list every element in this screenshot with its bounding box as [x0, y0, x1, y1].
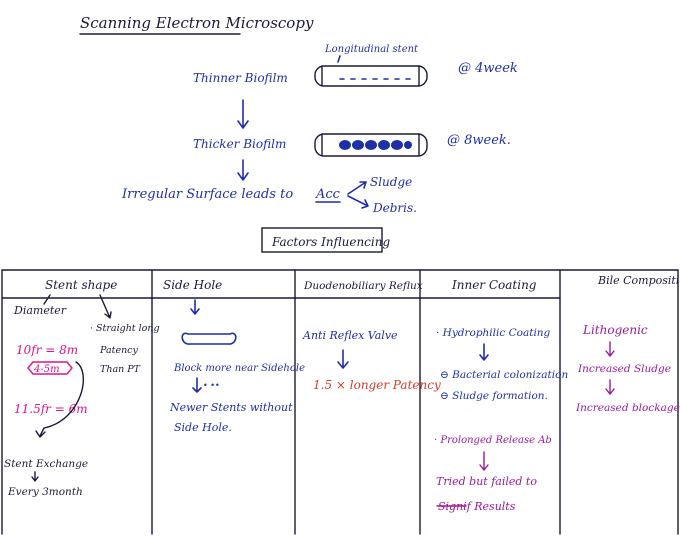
anti-reflux-valve-text: Anti Reflex Valve [302, 329, 398, 342]
fr10-label: 10fr = 8m [16, 343, 78, 357]
bacterial-colonization-text: ⊖ Bacterial colonization [440, 369, 568, 381]
column-header-stent-shape: Stent shape [45, 278, 117, 292]
straight-line-1: · Straight long [90, 323, 160, 334]
factors-table-grid [1, 269, 679, 535]
irregular-surface-text: Irregular Surface leads to [121, 187, 293, 202]
down-arrow-icon [237, 99, 249, 129]
hydrophilic-coating-text: · Hydrophilic Coating [436, 327, 551, 339]
branch-arrows-icon [347, 181, 369, 209]
range-label: 4-5m [33, 364, 60, 375]
block-near-sidehole-text: Block more near Sidehole [173, 363, 305, 374]
thick-stent-shape [314, 133, 428, 157]
increased-blockage-text: Increased blockage. [575, 402, 680, 414]
thin-stent-shape [314, 65, 428, 87]
diameter-label: Diameter [13, 304, 67, 317]
newer-stents-line-2: Side Hole. [174, 421, 232, 434]
range-hexagon [27, 361, 73, 375]
column-header-bile-composition: Bile Composition [597, 274, 680, 287]
newer-stents-line-1: Newer Stents without [169, 401, 293, 414]
straight-line-2: Patency [99, 345, 139, 356]
longer-patency-text: 1.5 × longer Patency [313, 378, 441, 392]
column-header-side-hole: Side Hole [163, 278, 222, 292]
tried-failed-line-1: Tried but failed to [436, 475, 537, 488]
column-header-inner-coating: Inner Coating [451, 278, 537, 292]
acc-label: Acc [315, 187, 341, 202]
thicker-biofilm-label: Thicker Biofilm [193, 137, 286, 151]
stent-exchange-label: Stent Exchange [4, 458, 88, 470]
exchange-arrow-icon [35, 361, 84, 438]
side-hole-stent-shape [181, 332, 237, 345]
column-header-duodenobiliary-reflux: Duodenobiliary Reflux [303, 280, 423, 292]
straight-line-3: Than PT [100, 364, 141, 375]
fr115-label: 11.5fr = 6m [14, 402, 88, 416]
debris-label: Debris. [372, 201, 417, 215]
thinner-biofilm-label: Thinner Biofilm [193, 71, 288, 85]
prolonged-release-text: · Prolonged Release Ab [434, 435, 552, 446]
factors-box [261, 227, 383, 253]
increased-sludge-text: Increased Sludge [577, 363, 671, 375]
week8-label: @ 8week. [447, 133, 511, 148]
longitudinal-stent-label: Longitudinal stent [324, 44, 419, 55]
factors-title: Factors Influencing [271, 235, 390, 249]
page-title: Scanning Electron Microscopy [80, 14, 314, 32]
thick-biofilm-blobs [339, 140, 412, 150]
every-3month-label: Every 3month [7, 486, 83, 498]
week4-label: @ 4week [458, 61, 518, 76]
tried-failed-line-2: Signif Results [438, 500, 516, 513]
longitudinal-arrow-icon [337, 55, 341, 63]
sludge-formation-text: ⊖ Sludge formation. [440, 390, 548, 402]
sludge-label: Sludge [370, 175, 412, 189]
down-arrow-icon-2 [237, 159, 249, 181]
lithogenic-text: Lithogenic [582, 323, 648, 337]
dots-mark: • •• [203, 381, 220, 390]
